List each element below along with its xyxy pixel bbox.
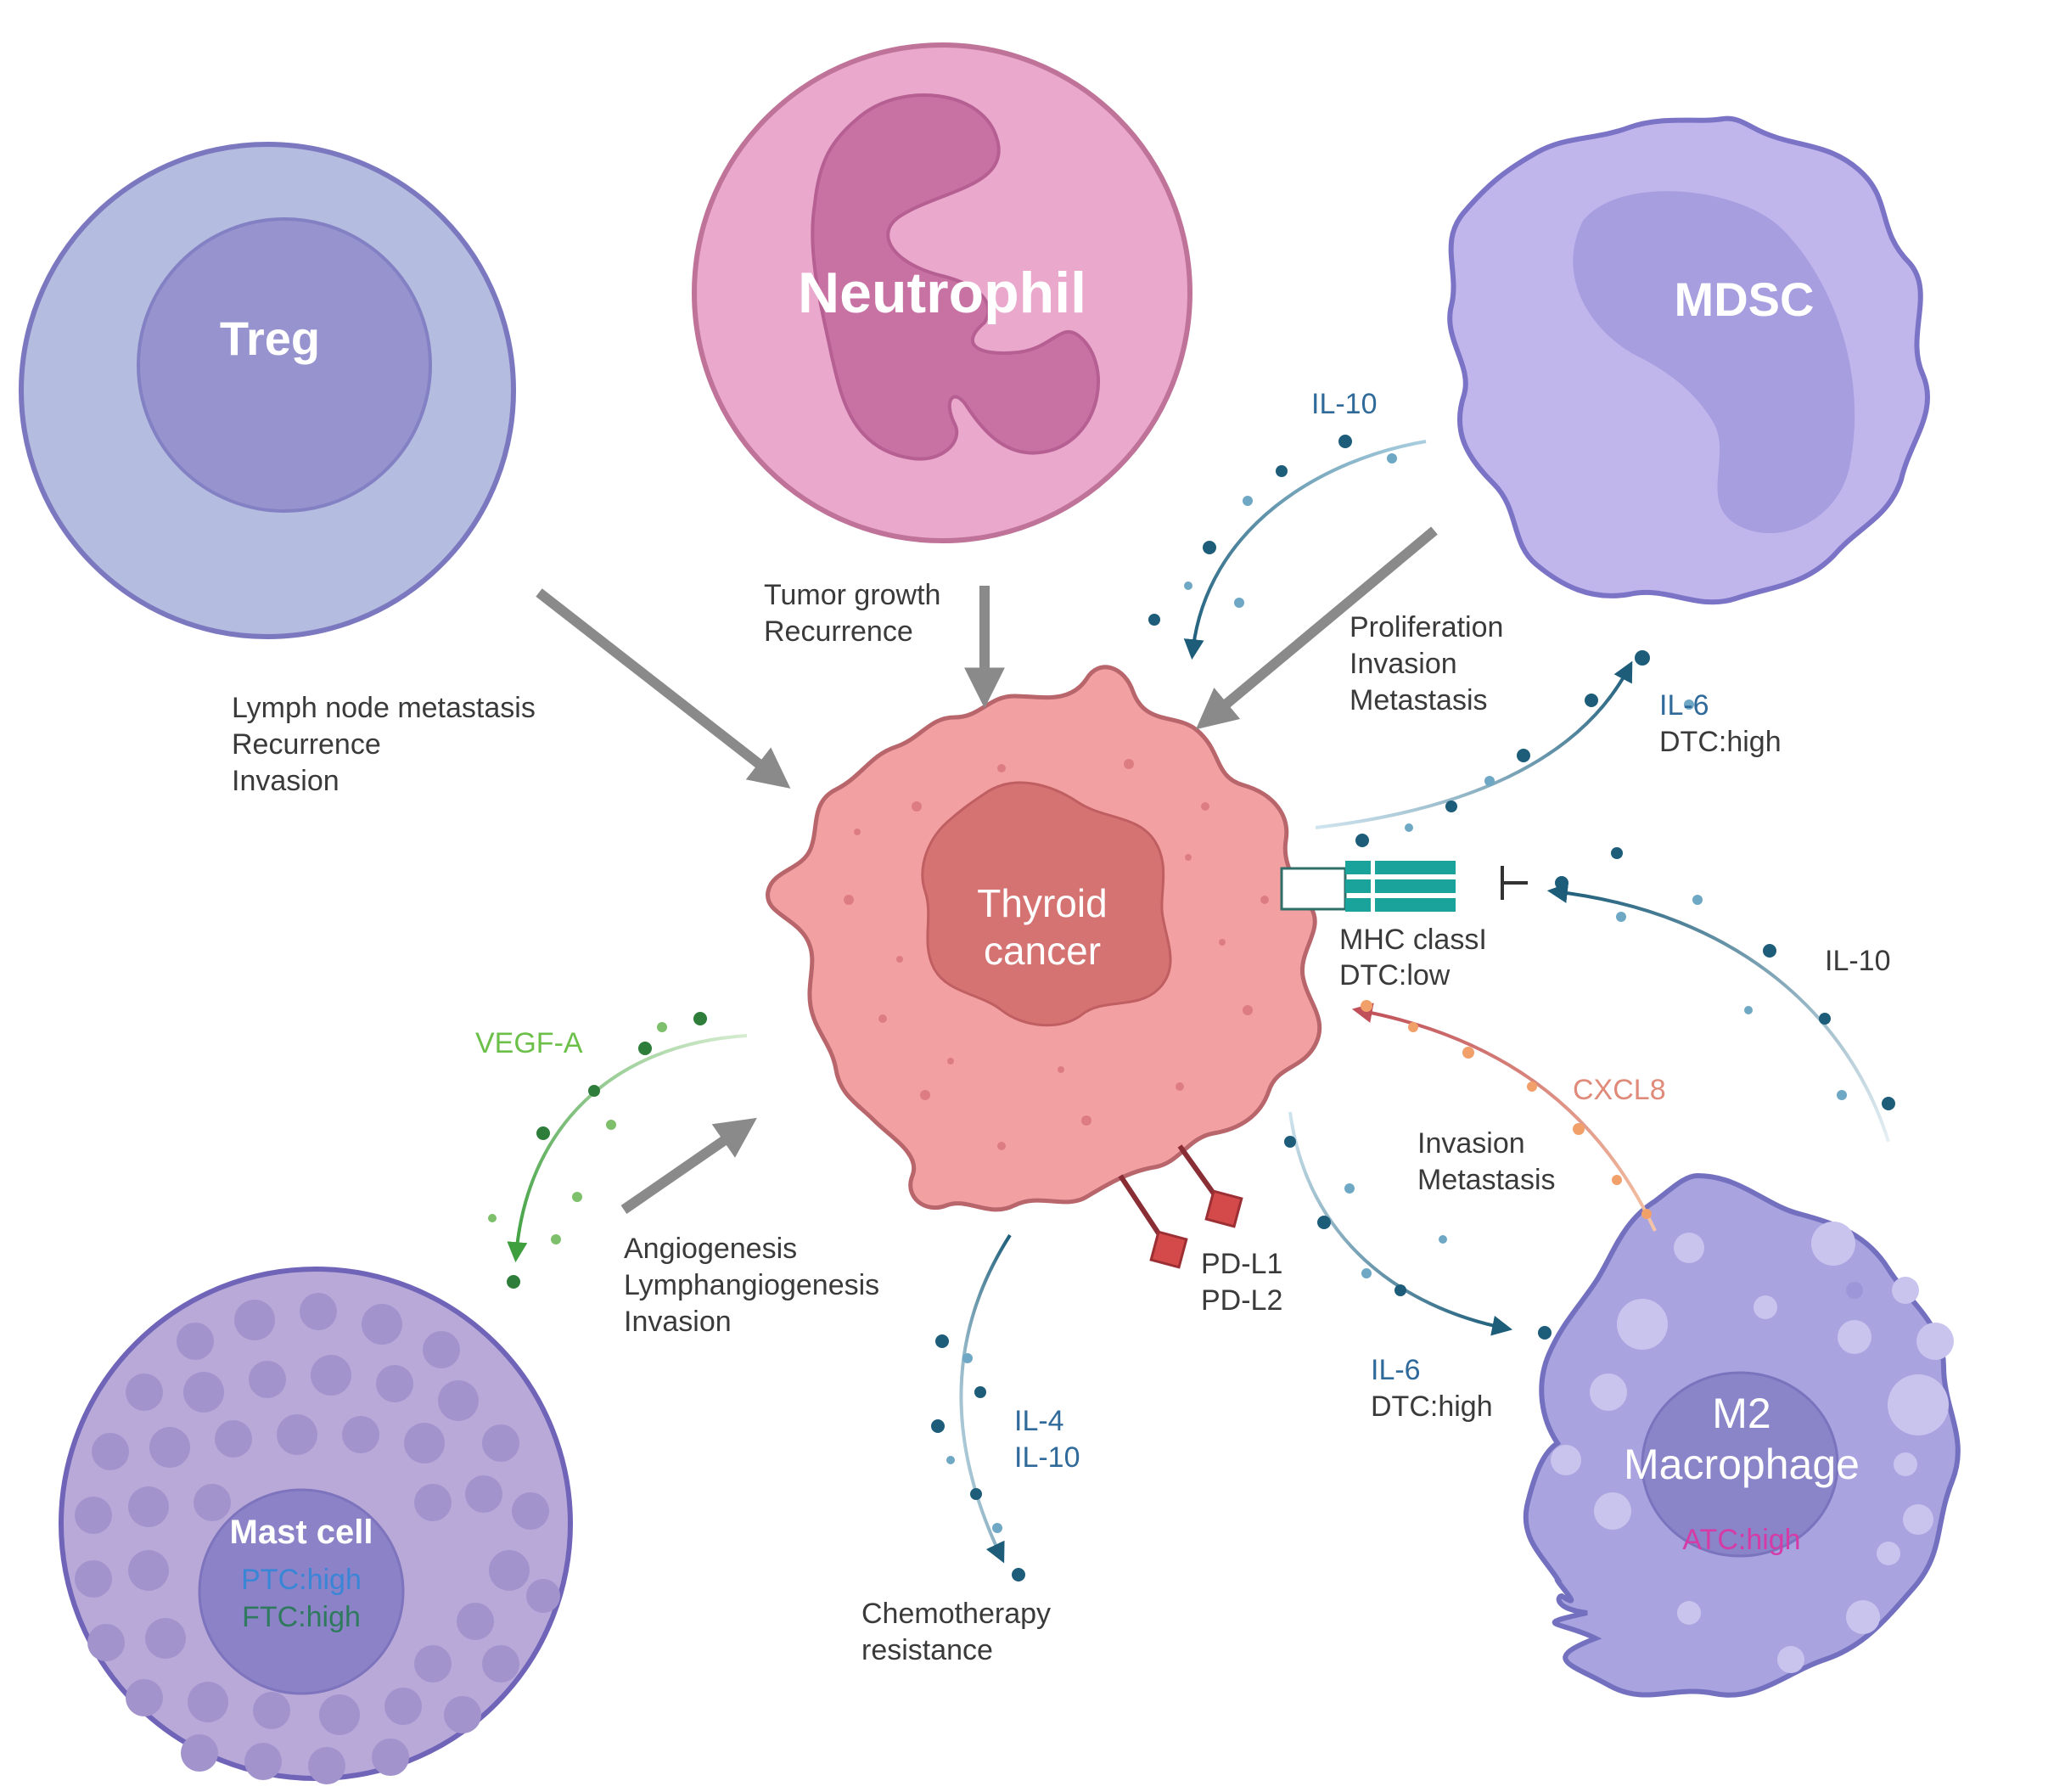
curve-tumor-to-mdsc-il6 (1315, 660, 1633, 829)
m2-effect-2: Metastasis (1417, 1164, 1556, 1196)
mdsc-label: MDSC (1675, 272, 1815, 326)
vegf-label: VEGF-A (475, 1027, 583, 1059)
pdl2-label: PD-L2 (1201, 1284, 1282, 1317)
mast-cell: Mast cell PTC:high FTC:high (59, 1267, 573, 1784)
m2-macrophage-cell: M2 Macrophage ATC:high (1523, 1172, 1961, 1698)
mdsc-il6-label: IL-6 (1659, 689, 1709, 722)
thyroid-nucleus (921, 781, 1172, 1027)
mhc-label: MHC classI (1339, 924, 1487, 956)
curve-m2-cxcl8 (1351, 1003, 1657, 1232)
treg-label: Treg (220, 312, 320, 365)
neutrophil-effects: Tumor growth Recurrence (764, 579, 940, 648)
mdsc-nucleus (1573, 191, 1855, 534)
chemo-effect-2: resistance (861, 1634, 993, 1666)
mdsc-effect-2: Invasion (1350, 648, 1457, 680)
curve-vegf (507, 1034, 748, 1263)
pdl1-label: PD-L1 (1201, 1248, 1282, 1280)
m2-effects: Invasion Metastasis (1417, 1127, 1556, 1196)
mast-ptc-level: PTC:high (241, 1564, 362, 1596)
m2-vesicles (1551, 1222, 1954, 1673)
arrow-mast-to-tumor (620, 1117, 757, 1214)
gray-arrows (536, 526, 1438, 1214)
thyroid-cancer-cell: Thyroid cancer (766, 665, 1322, 1212)
m2-effect-1: Invasion (1417, 1127, 1525, 1160)
m2-il6-label: IL-6 (1371, 1354, 1421, 1386)
mdsc-cell: MDSC (1447, 115, 1931, 605)
thyroid-dots (844, 759, 1269, 1150)
arrow-treg-to-tumor (536, 588, 791, 789)
chemo-effects: Chemotherapy resistance (861, 1598, 1051, 1666)
mast-label: Mast cell (230, 1514, 373, 1551)
m2-label-line1: M2 (1712, 1390, 1770, 1437)
thyroid-label-line2: cancer (984, 929, 1101, 973)
cxcl8-label: CXCL8 (1573, 1074, 1666, 1106)
neutrophil-nucleus (811, 93, 1100, 461)
treg-cell: Treg (19, 142, 516, 639)
treg-effect-2: Recurrence (232, 728, 381, 761)
thyroid-label-line1: Thyroid (977, 881, 1107, 925)
pd-l-molecules (1118, 1144, 1243, 1269)
neutrophil-label: Neutrophil (798, 261, 1086, 325)
curve-tumor-to-m2-il6 (1288, 1111, 1513, 1336)
mdsc-effect-1: Proliferation (1350, 611, 1503, 643)
mast-ftc-level: FTC:high (242, 1601, 361, 1633)
arrow-mdsc-to-tumor (1195, 526, 1438, 730)
curve-m2-il10 (1546, 882, 1890, 1143)
mast-granules (75, 1293, 560, 1784)
mhc-level: DTC:low (1339, 959, 1451, 991)
mdsc-effects: Proliferation Invasion Metastasis (1350, 611, 1503, 716)
il10-chemo-label: IL-10 (1014, 1441, 1080, 1474)
mdsc-il10-label: IL-10 (1311, 388, 1378, 420)
treg-effect-3: Invasion (232, 765, 339, 797)
neutrophil-cell: Neutrophil (692, 42, 1192, 543)
treg-effects: Lymph node metastasis Recurrence Invasio… (232, 692, 536, 797)
m2-atc-level: ATC:high (1682, 1524, 1800, 1556)
m2-il10-label: IL-10 (1825, 945, 1891, 977)
mhc-class-i-molecule (1280, 861, 1528, 912)
mast-effect-1: Angiogenesis (624, 1233, 797, 1265)
mdsc-il6-level: DTC:high (1659, 726, 1782, 758)
il4-label: IL-4 (1014, 1405, 1064, 1437)
mdsc-effect-3: Metastasis (1350, 684, 1488, 716)
chemo-effect-1: Chemotherapy (861, 1598, 1051, 1630)
mast-effect-2: Lymphangiogenesis (624, 1269, 879, 1301)
treg-effect-1: Lymph node metastasis (232, 692, 536, 724)
m2-label-line2: Macrophage (1624, 1441, 1860, 1488)
cytokine-particles (488, 435, 1895, 1581)
neutrophil-effect-1: Tumor growth (764, 579, 940, 611)
curve-il4-il10 (959, 1233, 1012, 1564)
mast-effects: Angiogenesis Lymphangiogenesis Invasion (624, 1233, 879, 1338)
mast-effect-3: Invasion (624, 1306, 732, 1338)
neutrophil-effect-2: Recurrence (764, 615, 913, 648)
curve-mdsc-il10 (1183, 440, 1427, 660)
m2-il6-level: DTC:high (1371, 1390, 1493, 1423)
